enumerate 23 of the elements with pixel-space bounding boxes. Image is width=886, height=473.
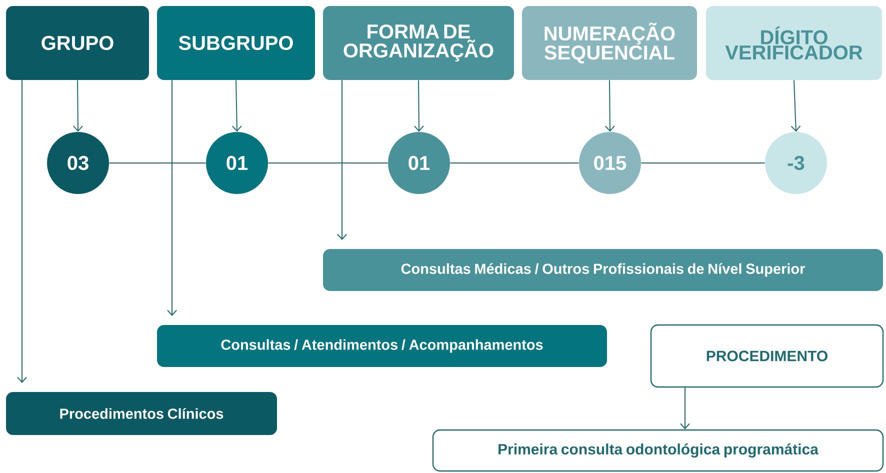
arrow <box>680 387 690 430</box>
category-box: FORMA DE ORGANIZAÇÃO <box>323 6 514 80</box>
arrow <box>414 80 424 132</box>
arrow <box>337 80 347 240</box>
category-box: NUMERAÇÃO SEQUENCIAL <box>522 6 697 80</box>
description-box: Consultas / Atendimentos / Acompanhamentos <box>157 324 607 367</box>
arrow <box>604 80 615 132</box>
arrow <box>790 80 801 132</box>
connector-line <box>268 162 388 164</box>
category-box: GRUPO <box>6 6 149 80</box>
arrow <box>167 80 177 316</box>
category-box: DÍGITO VERIFICADOR <box>706 6 882 80</box>
connector-line <box>108 162 206 164</box>
arrow <box>72 80 83 132</box>
connector-line <box>640 162 766 164</box>
category-box: SUBGRUPO <box>157 6 315 80</box>
connector-line <box>450 162 580 164</box>
title-box: PROCEDIMENTO <box>650 324 884 388</box>
description-box: Consultas Médicas / Outros Profissionais de Nível Superior <box>323 248 883 291</box>
arrow <box>232 80 242 132</box>
description-box: Primeira consulta odontológica programática <box>432 429 884 472</box>
description-box: Procedimentos Clínicos <box>6 392 277 435</box>
arrow <box>17 80 28 383</box>
